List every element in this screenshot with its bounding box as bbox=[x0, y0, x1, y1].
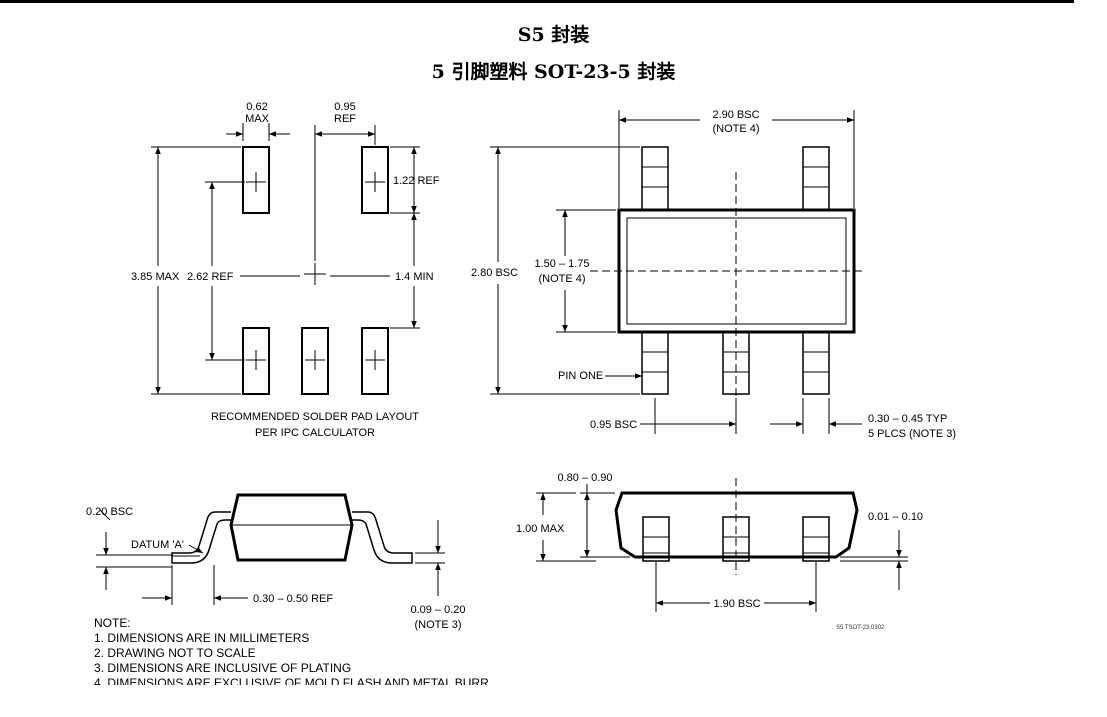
lead-top-left bbox=[641, 146, 669, 211]
top-view bbox=[490, 110, 865, 434]
label-body-height-note: (NOTE 4) bbox=[538, 273, 585, 285]
label-overall-height: 3.85 MAX bbox=[131, 271, 180, 283]
label-lead-width-note: 5 PLCS (NOTE 3) bbox=[868, 428, 956, 440]
label-pad-pitch: 0.95 bbox=[334, 101, 355, 113]
drawing-code: S5 TSOT-23 0302 bbox=[836, 625, 885, 631]
dimension-labels: 0.62 MAX 0.95 REF 1.22 REF 3.85 MAX 2.62… bbox=[86, 101, 956, 631]
end-view bbox=[536, 478, 908, 612]
pad-top-right bbox=[361, 146, 389, 214]
label-pad-width: 0.62 bbox=[246, 101, 267, 113]
page-title: S5 封装 bbox=[517, 24, 590, 46]
label-gap: 1.4 MIN bbox=[395, 271, 434, 283]
notes-heading: NOTE: bbox=[94, 616, 131, 630]
side-view bbox=[96, 493, 445, 605]
label-lead-span: 1.90 BSC bbox=[713, 598, 760, 610]
solder-pad-layout bbox=[151, 123, 420, 395]
page-subtitle: 5 引脚塑料 SOT-23-5 封装 bbox=[431, 61, 676, 83]
lead-top-right bbox=[802, 146, 830, 211]
note-item: 2. DRAWING NOT TO SCALE bbox=[94, 646, 256, 660]
label-body-thickness: 0.80 – 0.90 bbox=[557, 472, 612, 484]
label-max-height: 1.00 MAX bbox=[516, 523, 565, 535]
lead-bottom-right bbox=[802, 331, 830, 395]
notes-block: NOTE: 1. DIMENSIONS ARE IN MILLIMETERS 2… bbox=[90, 616, 490, 685]
top-rule bbox=[0, 0, 1074, 3]
label-overall-height-top: 2.80 BSC bbox=[471, 267, 518, 279]
label-pad-pitch-sub: REF bbox=[334, 113, 356, 125]
side-body bbox=[229, 493, 354, 562]
label-pad-width-sub: MAX bbox=[245, 113, 270, 125]
label-foot-length: 0.30 – 0.50 REF bbox=[253, 593, 333, 605]
label-clearance: 0.01 – 0.10 bbox=[868, 511, 923, 523]
note-item: 4. DIMENSIONS ARE EXCLUSIVE OF MOLD FLAS… bbox=[94, 676, 489, 685]
pad-bottom-center bbox=[301, 327, 329, 395]
pad-top-left bbox=[242, 146, 270, 214]
pad-caption-line2: PER IPC CALCULATOR bbox=[255, 427, 375, 439]
lead-pin-one bbox=[641, 331, 669, 395]
label-pin-one: PIN ONE bbox=[558, 370, 603, 382]
note-item: 1. DIMENSIONS ARE IN MILLIMETERS bbox=[94, 631, 310, 645]
pad-bottom-left bbox=[242, 327, 270, 395]
pad-caption-line1: RECOMMENDED SOLDER PAD LAYOUT bbox=[211, 411, 419, 423]
label-body-height: 1.50 – 1.75 bbox=[534, 258, 589, 270]
label-datum: DATUM 'A' bbox=[131, 539, 184, 551]
label-thickness-note: (NOTE 3) bbox=[414, 619, 461, 631]
label-center-span: 2.62 REF bbox=[187, 271, 234, 283]
label-pad-length: 1.22 REF bbox=[393, 175, 440, 187]
pad-bottom-right bbox=[361, 327, 389, 395]
label-lead-width: 0.30 – 0.45 TYP bbox=[868, 413, 947, 425]
label-body-width: 2.90 BSC bbox=[712, 109, 759, 121]
label-body-width-note: (NOTE 4) bbox=[712, 123, 759, 135]
label-pitch: 0.95 BSC bbox=[590, 419, 637, 431]
label-thickness: 0.09 – 0.20 bbox=[410, 604, 465, 616]
end-body bbox=[614, 491, 859, 559]
note-item: 3. DIMENSIONS ARE INCLUSIVE OF PLATING bbox=[94, 661, 352, 675]
label-standoff: 0.20 BSC bbox=[86, 506, 133, 518]
